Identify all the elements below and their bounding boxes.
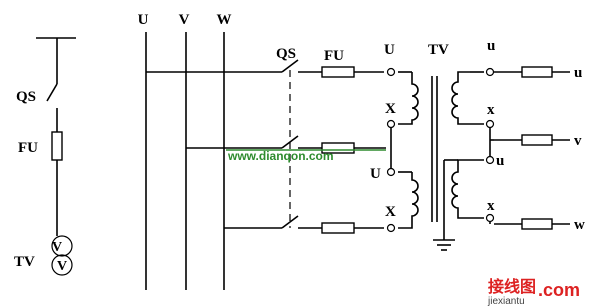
fu-label: FU — [324, 48, 344, 64]
left-tv-label: TV — [14, 254, 35, 270]
secondary-outputs: u v w — [489, 65, 585, 233]
watermark-text: www.dianqon.com — [227, 149, 334, 163]
terminal-primary-bottom-u — [386, 167, 396, 177]
tv-label: TV — [428, 42, 449, 58]
single-line-disconnect-switch — [46, 83, 58, 102]
phase-taps — [146, 71, 282, 229]
logo-com-text: .com — [538, 280, 580, 300]
terminal-secondary-top-u — [485, 67, 495, 77]
secondary-coil-bottom — [451, 159, 484, 219]
terminal-primary-top-x — [386, 119, 396, 129]
primary-bottom-x-label: X — [385, 204, 396, 220]
out-u-label: u — [574, 65, 582, 81]
single-line-schematic: V V QS FU TV — [14, 37, 76, 276]
bus-label-v: V — [179, 12, 190, 28]
primary-coil-bottom — [398, 172, 419, 229]
secondary-coil-top — [451, 71, 484, 125]
pt-v-lower: V — [57, 259, 67, 274]
pt-winding-upper — [51, 235, 73, 257]
out-w-label: w — [574, 217, 585, 233]
single-line-fuse — [51, 131, 63, 161]
terminal-secondary-bottom-u — [485, 155, 495, 165]
secondary-top-u-label: u — [487, 38, 495, 54]
qs-blade-w — [281, 215, 299, 229]
fuse-out-v — [521, 134, 553, 146]
terminal-secondary-bottom-x — [485, 213, 495, 223]
secondary-windings: u x u x — [433, 38, 504, 251]
out-v-label: v — [574, 133, 582, 149]
fuse-w — [321, 222, 355, 234]
secondary-bottom-x-label: x — [487, 198, 495, 214]
secondary-top-x-label: x — [487, 102, 495, 118]
fuse-out-w — [521, 218, 553, 230]
primary-top-x-label: X — [385, 101, 396, 117]
watermark: www.dianqon.com — [226, 149, 386, 163]
terminal-primary-top-u — [386, 67, 396, 77]
primary-coil-top — [398, 72, 419, 125]
terminal-secondary-top-x — [485, 119, 495, 129]
left-qs-label: QS — [16, 89, 36, 105]
primary-windings: U X U X TV — [370, 42, 449, 233]
fuse-out-u — [521, 66, 553, 78]
site-logo: 接线图 .com jiexiantu — [487, 277, 580, 307]
three-pole-disconnect-qs: QS — [276, 46, 299, 229]
qs-label: QS — [276, 46, 296, 62]
pt-winding-lower — [51, 254, 73, 276]
secondary-bottom-u-label: u — [496, 153, 504, 169]
logo-cn-text: 接线图 — [488, 277, 536, 296]
pt-v-upper: V — [52, 240, 62, 255]
qs-blade-u — [281, 59, 299, 73]
left-fu-label: FU — [18, 140, 38, 156]
bus-label-w: W — [217, 12, 232, 28]
bus-label-u: U — [138, 12, 149, 28]
fuse-u — [321, 66, 355, 78]
three-phase-bus: U V W — [138, 12, 232, 290]
primary-bottom-u-label: U — [370, 166, 381, 182]
logo-sub-text: jiexiantu — [487, 296, 525, 307]
fuses: FU — [298, 48, 386, 234]
terminal-primary-bottom-x — [386, 223, 396, 233]
primary-top-u-label: U — [384, 42, 395, 58]
